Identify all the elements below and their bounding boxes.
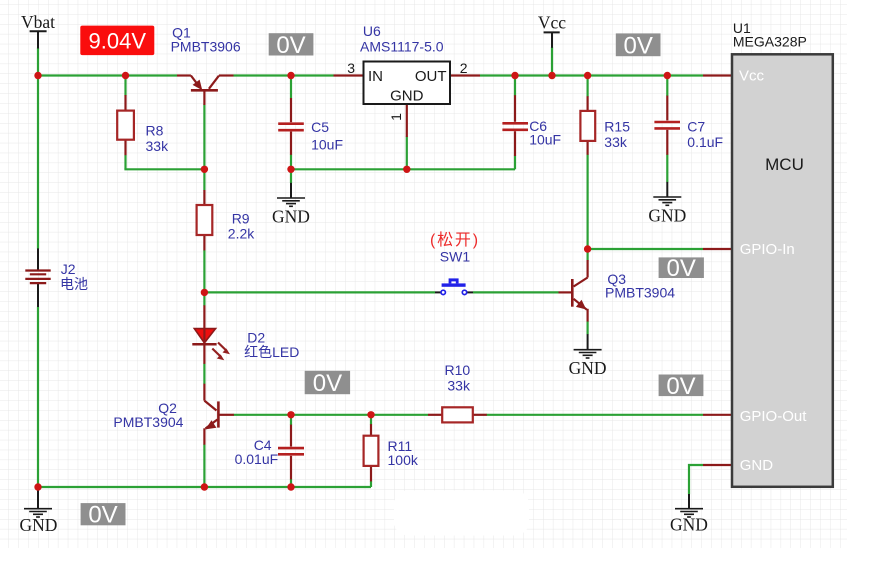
svg-text:0V: 0V xyxy=(624,32,653,59)
svg-text:100k: 100k xyxy=(388,452,419,468)
svg-text:GND: GND xyxy=(20,515,58,535)
svg-text:Vcc: Vcc xyxy=(538,13,566,33)
svg-text:GND: GND xyxy=(670,515,708,535)
svg-text:J2: J2 xyxy=(61,261,76,277)
svg-text:D2: D2 xyxy=(247,330,265,346)
svg-text:0V: 0V xyxy=(88,502,117,529)
svg-text:GND: GND xyxy=(648,205,686,225)
svg-text:Vcc: Vcc xyxy=(739,68,765,85)
svg-text:R8: R8 xyxy=(146,123,164,139)
svg-text:GND: GND xyxy=(569,358,607,378)
svg-text:R9: R9 xyxy=(232,211,250,227)
svg-text:R15: R15 xyxy=(604,119,630,135)
svg-text:2.2k: 2.2k xyxy=(228,226,255,242)
svg-text:33k: 33k xyxy=(146,138,170,154)
svg-text:0V: 0V xyxy=(667,255,696,282)
svg-text:MEGA328P: MEGA328P xyxy=(733,34,807,50)
svg-text:10uF: 10uF xyxy=(311,137,343,153)
svg-text:(松开): (松开) xyxy=(430,231,480,249)
svg-text:IN: IN xyxy=(368,68,383,85)
svg-text:1: 1 xyxy=(388,113,404,121)
svg-text:OUT: OUT xyxy=(415,68,447,85)
svg-text:10uF: 10uF xyxy=(529,132,561,148)
svg-text:红色LED: 红色LED xyxy=(244,344,299,360)
svg-text:2: 2 xyxy=(460,60,468,76)
svg-text:GPIO-In: GPIO-In xyxy=(740,241,795,258)
svg-text:R10: R10 xyxy=(445,362,471,378)
svg-text:3: 3 xyxy=(347,60,355,76)
svg-text:0.1uF: 0.1uF xyxy=(687,134,723,150)
svg-text:C7: C7 xyxy=(687,119,705,135)
svg-text:电池: 电池 xyxy=(60,276,88,292)
svg-text:PMBT3904: PMBT3904 xyxy=(113,414,183,430)
svg-text:PMBT3904: PMBT3904 xyxy=(605,285,675,301)
svg-text:R11: R11 xyxy=(388,438,413,454)
svg-text:Q3: Q3 xyxy=(607,271,626,287)
svg-text:33k: 33k xyxy=(604,134,628,150)
svg-text:0V: 0V xyxy=(313,370,342,397)
svg-text:0V: 0V xyxy=(666,373,695,400)
svg-text:0V: 0V xyxy=(276,32,305,59)
svg-text:Q2: Q2 xyxy=(158,400,177,416)
svg-text:9.04V: 9.04V xyxy=(89,28,147,53)
svg-text:AMS1117-5.0: AMS1117-5.0 xyxy=(360,39,444,55)
svg-text:U1: U1 xyxy=(733,20,751,36)
svg-text:GND: GND xyxy=(740,457,774,474)
svg-text:33k: 33k xyxy=(447,378,471,394)
svg-text:0.01uF: 0.01uF xyxy=(235,451,279,467)
svg-text:GND: GND xyxy=(390,88,424,105)
svg-text:GND: GND xyxy=(272,206,310,226)
svg-text:MCU: MCU xyxy=(765,155,804,174)
svg-text:C4: C4 xyxy=(254,437,272,453)
svg-text:Q1: Q1 xyxy=(172,25,191,41)
svg-text:GPIO-Out: GPIO-Out xyxy=(740,408,808,425)
svg-text:PMBT3906: PMBT3906 xyxy=(171,39,241,55)
svg-text:Vbat: Vbat xyxy=(21,12,55,32)
svg-text:C6: C6 xyxy=(529,118,547,134)
svg-text:U6: U6 xyxy=(363,23,381,39)
svg-text:SW1: SW1 xyxy=(440,249,471,265)
svg-text:C5: C5 xyxy=(311,119,329,135)
